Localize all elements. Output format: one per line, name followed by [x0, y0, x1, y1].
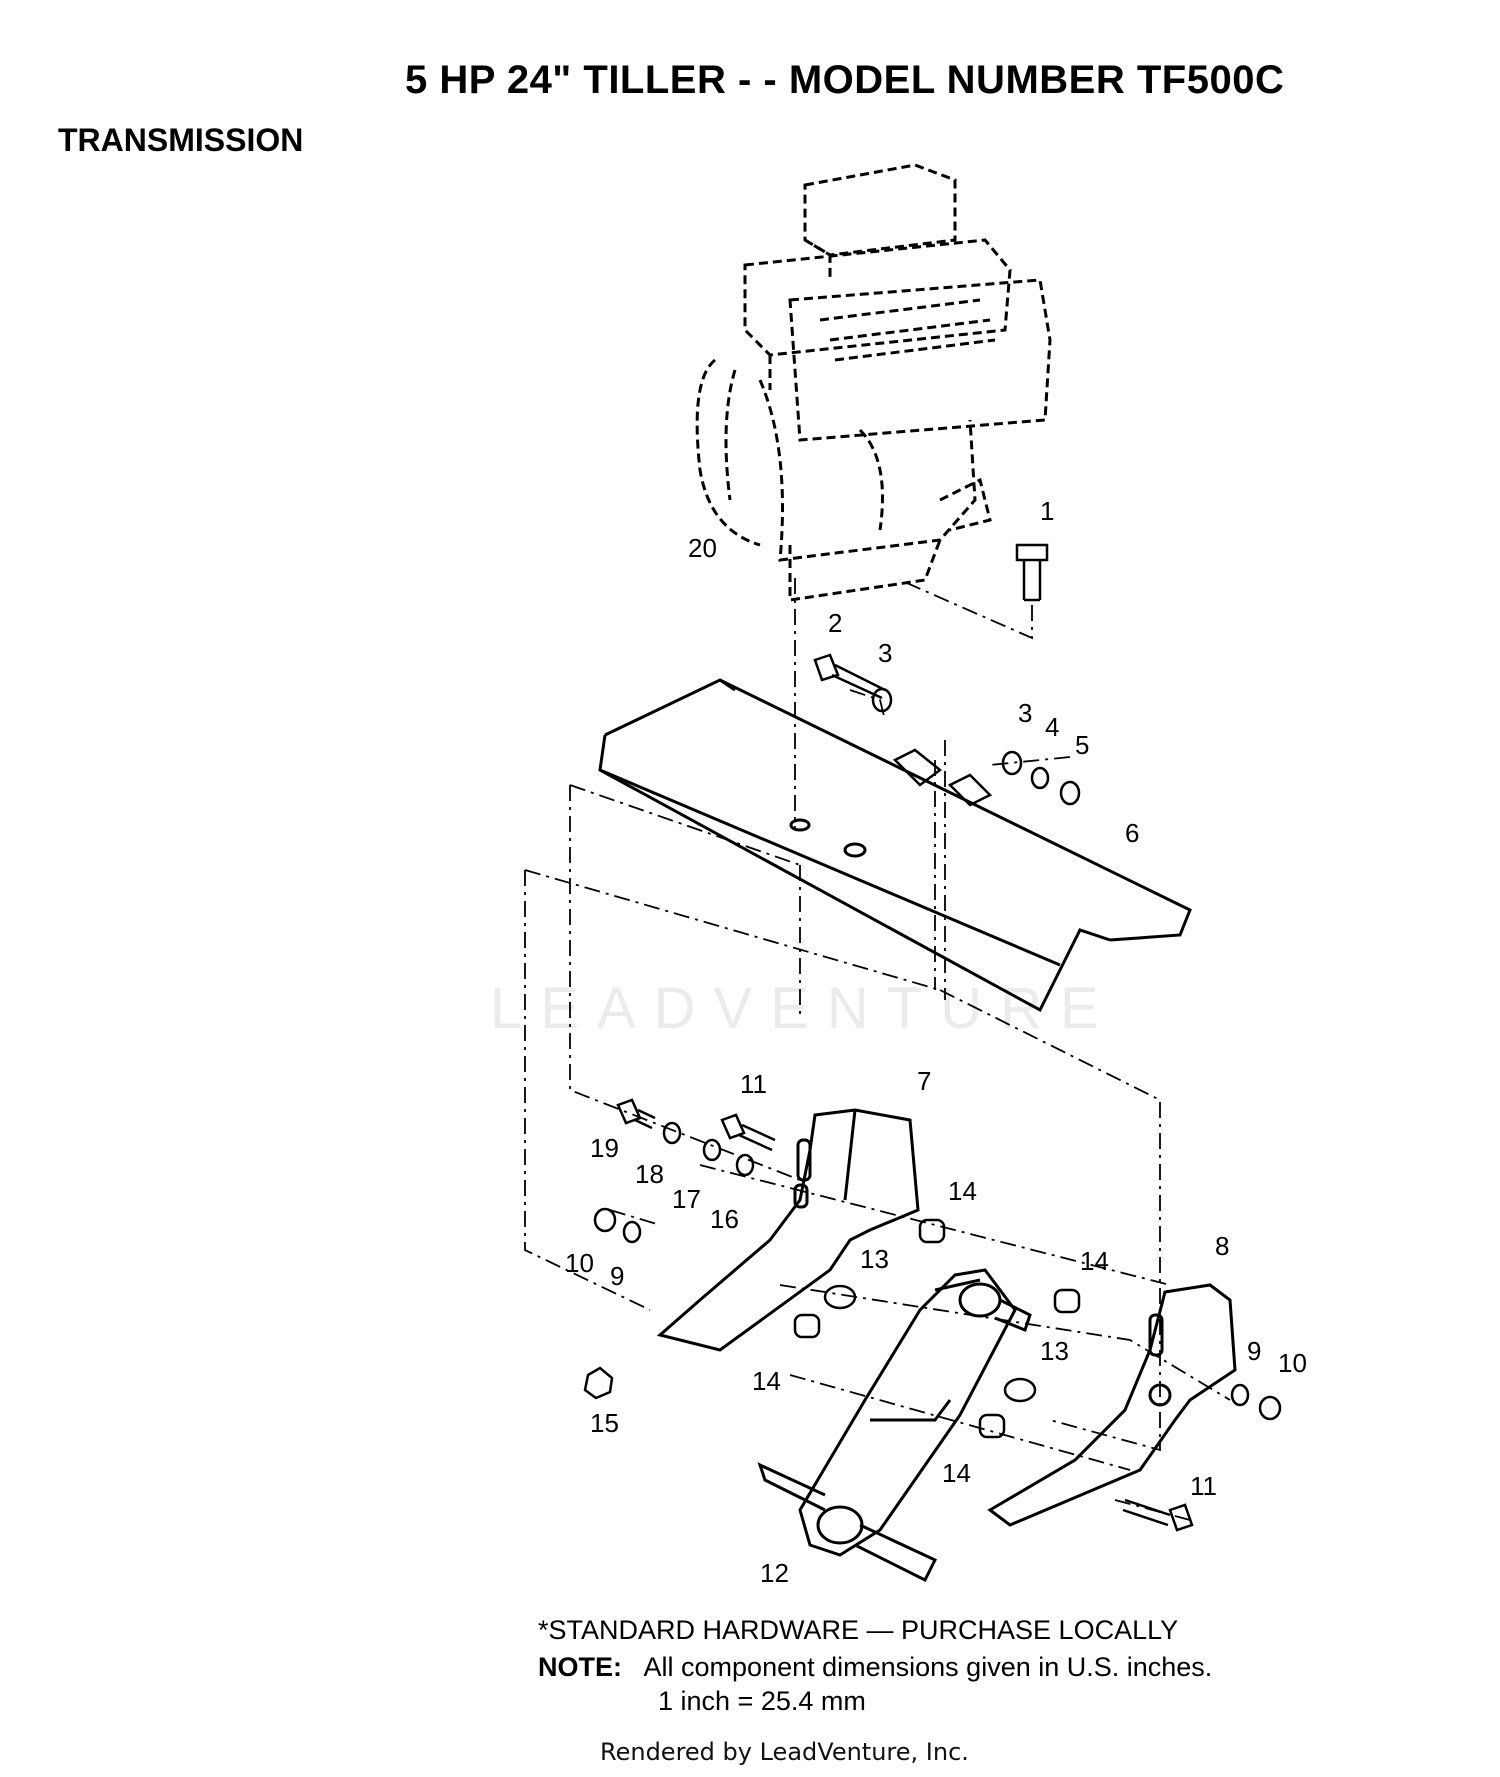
callout-9: 9	[1247, 1336, 1261, 1366]
side-plate-8	[987, 1283, 1237, 1527]
callout-11: 11	[1190, 1471, 1217, 1501]
tine-shield-6	[598, 678, 1192, 1013]
conversion-note: 1 inch = 25.4 mm	[658, 1686, 866, 1716]
standard-hardware-note: *STANDARD HARDWARE — PURCHASE LOCALLY	[538, 1615, 1179, 1645]
bolt-1	[1015, 543, 1049, 602]
callout-13: 13	[860, 1244, 889, 1274]
callout-8: 8	[1215, 1231, 1229, 1261]
callout-13: 13	[1040, 1336, 1069, 1366]
spacers-and-washers	[793, 1218, 1081, 1439]
bolt-2	[813, 653, 886, 700]
callout-7: 7	[917, 1066, 931, 1096]
callout-1: 1	[1040, 496, 1054, 526]
bolts-and-washers-left	[583, 1098, 776, 1400]
engine-outline	[695, 163, 1052, 602]
shield-brackets	[892, 748, 993, 807]
callout-19: 19	[590, 1133, 619, 1163]
callout-10: 10	[565, 1248, 594, 1278]
dimension-note: NOTE: All component dimensions given in …	[538, 1652, 1212, 1683]
washers-3-4-nut-5	[871, 687, 1081, 806]
note-label: NOTE:	[538, 1652, 622, 1682]
callout-14: 14	[752, 1366, 781, 1396]
side-plate-7	[656, 1108, 920, 1352]
section-title: TRANSMISSION	[58, 122, 304, 158]
callout-20: 20	[688, 533, 717, 563]
callout-2: 2	[828, 608, 842, 638]
callout-16: 16	[710, 1204, 739, 1234]
callout-5: 5	[1075, 730, 1089, 760]
footer-credit: Rendered by LeadVenture, Inc.	[600, 1738, 969, 1766]
callout-14: 14	[948, 1176, 977, 1206]
callout-14: 14	[942, 1458, 971, 1488]
callout-3: 3	[878, 638, 892, 668]
bolts-and-washers-right	[1122, 1383, 1282, 1532]
callout-3: 3	[1018, 698, 1032, 728]
callout-14: 14	[1080, 1246, 1109, 1276]
callout-9: 9	[610, 1261, 624, 1291]
callout-11: 11	[740, 1069, 767, 1099]
chain-case-12	[757, 1268, 1032, 1583]
callout-4: 4	[1045, 712, 1059, 742]
note-text: All component dimensions given in U.S. i…	[643, 1652, 1213, 1682]
callout-12: 12	[760, 1558, 789, 1588]
callout-15: 15	[590, 1408, 619, 1438]
page-title: 5 HP 24" TILLER - - MODEL NUMBER TF500C	[405, 58, 1285, 102]
callout-18: 18	[635, 1159, 664, 1189]
callout-17: 17	[672, 1184, 701, 1214]
callout-10: 10	[1278, 1348, 1307, 1378]
callout-6: 6	[1125, 818, 1139, 848]
